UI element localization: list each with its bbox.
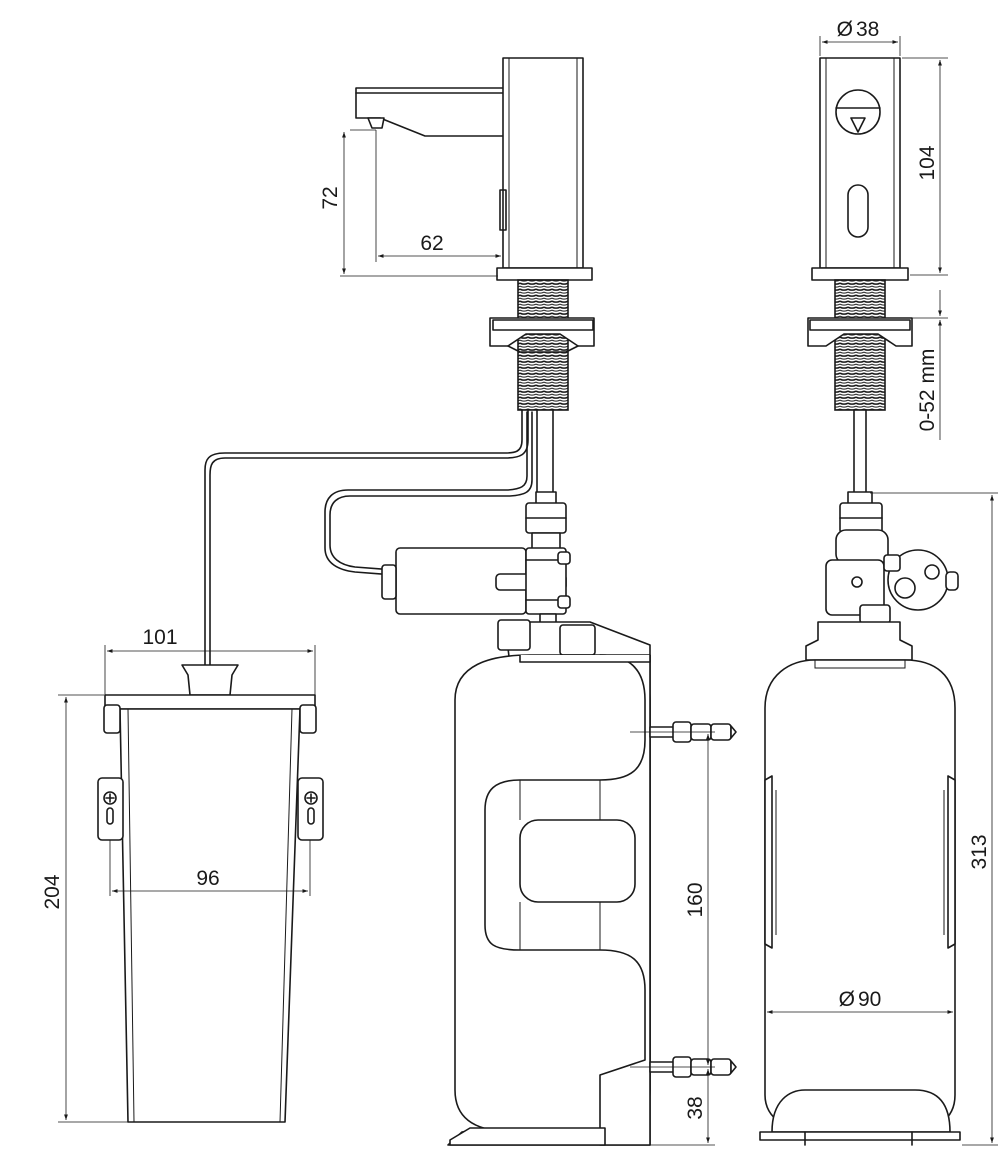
dim-bottom-offset: 38 xyxy=(684,1096,707,1119)
dim-total-height: 313 xyxy=(968,834,991,869)
dim-deck-thickness: 0-52 mm xyxy=(916,349,939,432)
dim-bracket-spacing: 160 xyxy=(684,882,707,917)
dim-spout-height: 72 xyxy=(319,186,342,209)
dim-box-width-top: 101 xyxy=(142,626,177,649)
bottle-side-view xyxy=(449,654,737,1146)
dim-box-height: 204 xyxy=(41,874,64,909)
diameter-symbol: Ø xyxy=(837,18,853,41)
diameter-symbol: Ø xyxy=(839,988,855,1011)
dim-box-width-inner: 96 xyxy=(196,867,219,890)
dimension-lines xyxy=(58,36,998,1146)
bottle-front-view xyxy=(759,659,961,1146)
dim-body-height: 104 xyxy=(916,145,939,180)
control-box-view xyxy=(97,664,324,1123)
dim-spout-reach: 62 xyxy=(420,232,443,255)
faucet-front-view xyxy=(805,57,959,661)
